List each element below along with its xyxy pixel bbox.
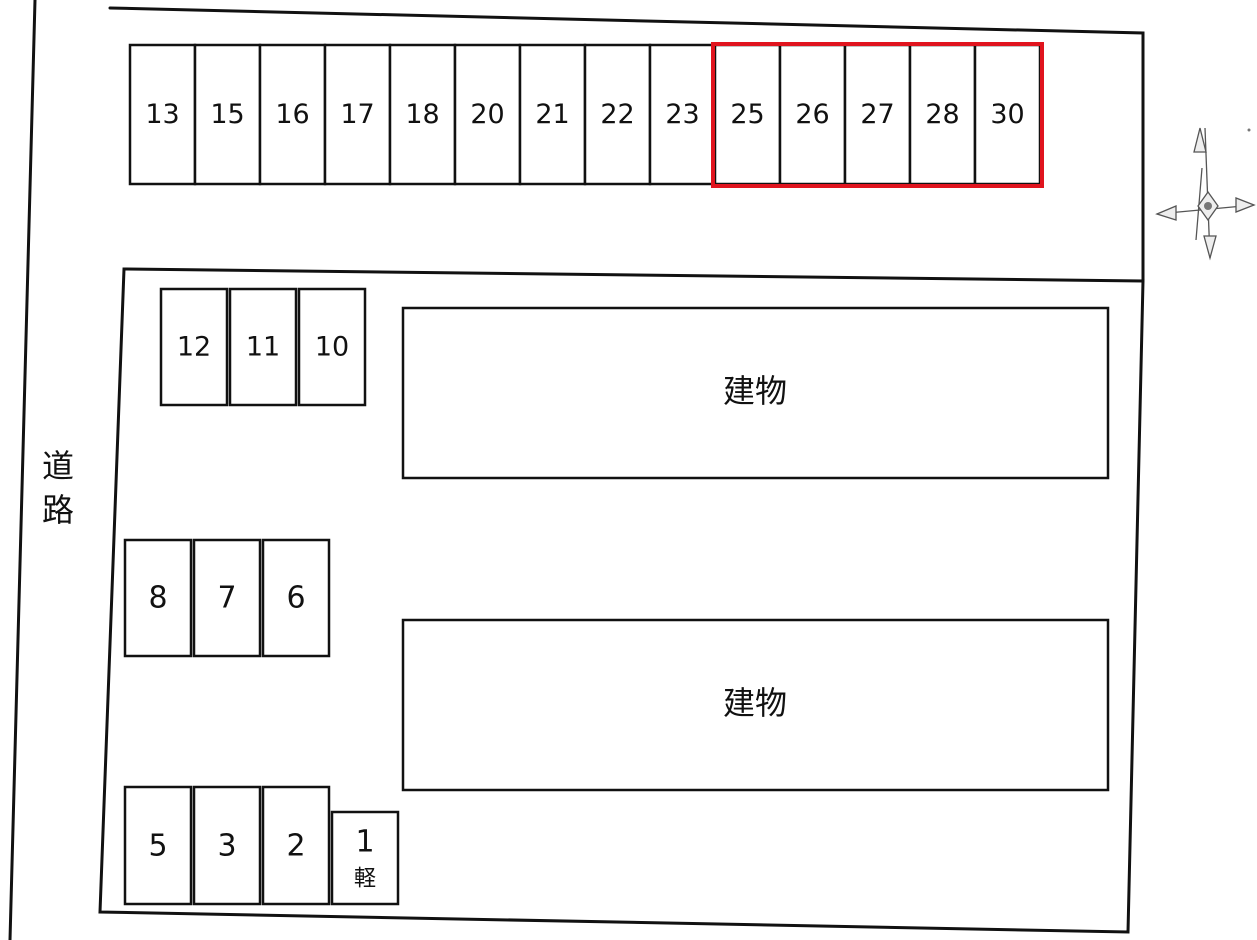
stall-number: 21 xyxy=(535,99,569,130)
middle-left-stalls: 8 7 6 xyxy=(123,538,331,658)
building-upper-label: 建物 xyxy=(723,372,787,410)
parking-stall[interactable] xyxy=(297,287,367,407)
parking-stall[interactable] xyxy=(518,43,587,186)
stall-number: 16 xyxy=(275,99,309,130)
stall-number: 12 xyxy=(177,332,211,363)
parking-stall[interactable] xyxy=(648,43,717,186)
stall-number: 20 xyxy=(470,99,504,130)
parking-stall[interactable] xyxy=(192,538,262,658)
stall-number: 8 xyxy=(148,581,167,616)
top-row-stalls: 13 15 16 17 18 20 21 22 23 25 26 27 28 30 xyxy=(128,43,1042,186)
main-lot-boundary xyxy=(98,267,1145,934)
stall-number: 26 xyxy=(795,99,829,130)
parking-stall[interactable] xyxy=(261,538,331,658)
compass-rose-icon xyxy=(1155,127,1256,261)
stall-number: 7 xyxy=(217,581,236,616)
stall-number: 11 xyxy=(246,332,280,363)
stall-number: 17 xyxy=(340,99,374,130)
stall-number: 25 xyxy=(730,99,764,130)
building-upper xyxy=(401,306,1110,480)
stall-number: 27 xyxy=(860,99,894,130)
stall-number: 5 xyxy=(148,829,167,864)
top-lot-boundary xyxy=(108,6,1145,283)
highlighted-stalls-frame xyxy=(711,42,1044,188)
parking-stall[interactable] xyxy=(323,43,392,186)
road-label-char-1: 道 xyxy=(42,447,74,485)
parking-stall[interactable] xyxy=(192,785,262,906)
compact-car-mark: 軽 xyxy=(354,867,376,892)
road-label-char-2: 路 xyxy=(42,491,74,529)
stall-number: 30 xyxy=(990,99,1024,130)
stall-number: 2 xyxy=(286,829,305,864)
stall-number: 15 xyxy=(210,99,244,130)
stall-number: 3 xyxy=(217,829,236,864)
stall-number: 10 xyxy=(315,332,349,363)
upper-left-stalls: 12 11 10 xyxy=(159,287,367,407)
parking-stall[interactable] xyxy=(453,43,522,186)
parking-stall[interactable] xyxy=(258,43,327,186)
building-lower xyxy=(401,618,1110,792)
parking-stall[interactable] xyxy=(583,43,652,186)
parking-stall[interactable] xyxy=(778,43,847,186)
parking-stall[interactable] xyxy=(228,287,298,407)
building-lower-label: 建物 xyxy=(723,684,787,722)
parking-stall[interactable] xyxy=(123,785,193,906)
parking-stall[interactable] xyxy=(261,785,331,906)
stall-number: 22 xyxy=(600,99,634,130)
stall-number: 1 xyxy=(355,825,374,860)
stall-number: 28 xyxy=(925,99,959,130)
bottom-left-stalls: 5 3 2 1 軽 xyxy=(123,785,400,906)
parking-stall[interactable] xyxy=(973,43,1042,186)
stall-number: 18 xyxy=(405,99,439,130)
stall-number: 13 xyxy=(145,99,179,130)
stall-number: 23 xyxy=(665,99,699,130)
parking-stall[interactable] xyxy=(123,538,193,658)
stall-number: 6 xyxy=(286,581,305,616)
road-edge-line xyxy=(8,0,37,940)
parking-stall[interactable] xyxy=(159,287,229,407)
compact-parking-stall[interactable] xyxy=(330,810,400,906)
